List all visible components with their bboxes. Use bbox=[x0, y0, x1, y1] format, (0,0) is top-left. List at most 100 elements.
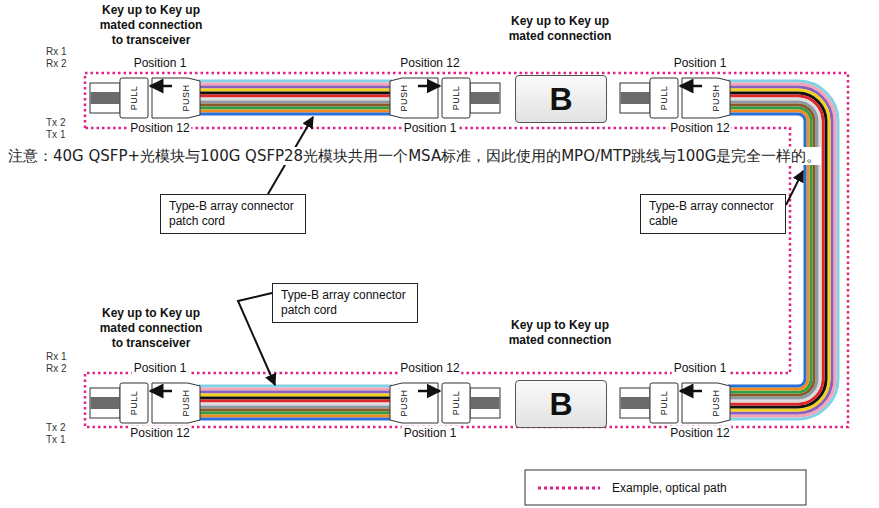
position-label-box: Position 12 bbox=[128, 121, 191, 135]
legend-box bbox=[525, 470, 806, 505]
legend-entry: Example, optical path bbox=[612, 481, 727, 495]
leader-arrow bbox=[238, 293, 275, 385]
node-text: Type-B array connector patch cord bbox=[169, 199, 297, 229]
heading: Key up to Key up mated connection bbox=[509, 14, 612, 43]
node-text: Type-B array connector cable bbox=[649, 199, 777, 229]
signal-name-box: Tx 1 bbox=[46, 434, 65, 446]
pull-push-label-box: PULL bbox=[659, 86, 669, 111]
pull-push-label-box: PUSH bbox=[399, 389, 409, 416]
position-label: Position 1 bbox=[402, 426, 459, 440]
pull-push-label-box: PUSH bbox=[711, 84, 721, 111]
leader-arrow bbox=[786, 171, 803, 205]
pull-push-label-box: PUSH bbox=[181, 389, 191, 416]
callout-box: Type-B array connector cable bbox=[640, 194, 786, 234]
ribbon-cable bbox=[198, 386, 392, 419]
signal-name-box: Rx 1 bbox=[46, 46, 67, 58]
node-text: Type-B array connector patch cord bbox=[281, 288, 409, 318]
signal-name: Rx 2 bbox=[46, 58, 67, 69]
position-label-box: Position 1 bbox=[672, 361, 729, 375]
pull-push-label: PULL bbox=[659, 391, 669, 416]
position-label: Position 1 bbox=[672, 361, 729, 375]
legend-sample bbox=[538, 487, 600, 490]
pull-push-label-box: PULL bbox=[129, 86, 139, 111]
mpo-adapter: B bbox=[515, 75, 607, 123]
pull-push-label-box: PULL bbox=[129, 391, 139, 416]
callout-box: Type-B array connector patch cord bbox=[272, 283, 418, 323]
position-label-box: Position 1 bbox=[132, 56, 189, 70]
position-label: Position 1 bbox=[132, 361, 189, 375]
node-text: B bbox=[549, 386, 572, 423]
ribbon-cable bbox=[728, 81, 838, 419]
position-label: Position 12 bbox=[398, 56, 461, 70]
pull-push-label: PULL bbox=[451, 391, 461, 416]
pull-push-label: PUSH bbox=[181, 389, 191, 416]
pull-push-label: PUSH bbox=[711, 84, 721, 111]
heading-box: Key up to Key up mated connection to tra… bbox=[95, 3, 207, 48]
pull-push-label: PUSH bbox=[181, 84, 191, 111]
pull-push-label: PULL bbox=[659, 86, 669, 111]
position-label: Position 12 bbox=[668, 426, 731, 440]
legend-text: Example, optical path bbox=[612, 481, 727, 495]
signal-name: Tx 1 bbox=[46, 434, 65, 445]
mpo-connector bbox=[620, 383, 730, 423]
mpo-connector bbox=[390, 78, 500, 118]
pull-push-label: PUSH bbox=[399, 389, 409, 416]
pull-push-label: PULL bbox=[451, 86, 461, 111]
position-label-box: Position 1 bbox=[672, 56, 729, 70]
pull-push-label-box: PUSH bbox=[711, 389, 721, 416]
position-label: Position 12 bbox=[128, 121, 191, 135]
signal-name-box: Tx 2 bbox=[46, 117, 65, 129]
signal-name-box: Tx 1 bbox=[46, 129, 65, 141]
pull-push-label: PULL bbox=[129, 391, 139, 416]
position-label: Position 1 bbox=[402, 121, 459, 135]
pull-push-label: PULL bbox=[129, 86, 139, 111]
heading-box: Key up to Key up mated connection bbox=[504, 14, 616, 44]
signal-name: Rx 1 bbox=[46, 351, 67, 362]
heading: Key up to Key up mated connection to tra… bbox=[100, 3, 203, 47]
node-text: B bbox=[549, 81, 572, 118]
mpo-connector bbox=[90, 78, 200, 118]
signal-name: Tx 1 bbox=[46, 129, 65, 140]
position-label: Position 12 bbox=[668, 121, 731, 135]
signal-name: Tx 2 bbox=[46, 422, 65, 433]
position-label-box: Position 12 bbox=[668, 121, 731, 135]
heading: Key up to Key up mated connection to tra… bbox=[100, 306, 203, 350]
position-label: Position 12 bbox=[128, 426, 191, 440]
heading: Key up to Key up mated connection bbox=[509, 318, 612, 347]
heading-box: Key up to Key up mated connection bbox=[504, 318, 616, 348]
note-box: 注意：40G QSFP+光模块与100G QSFP28光模块共用一个MSA标准，… bbox=[8, 146, 870, 166]
mpo-adapter: B bbox=[515, 380, 607, 428]
position-label-box: Position 12 bbox=[128, 426, 191, 440]
position-label-box: Position 12 bbox=[668, 426, 731, 440]
position-label: Position 12 bbox=[398, 361, 461, 375]
signal-name-box: Rx 1 bbox=[46, 351, 67, 363]
position-label-box: Position 1 bbox=[132, 361, 189, 375]
pull-push-label: PUSH bbox=[399, 84, 409, 111]
signal-name: Rx 2 bbox=[46, 363, 67, 374]
pull-push-label-box: PULL bbox=[451, 86, 461, 111]
heading-box: Key up to Key up mated connection to tra… bbox=[95, 306, 207, 351]
pull-push-label: PUSH bbox=[711, 389, 721, 416]
signal-name: Rx 1 bbox=[46, 46, 67, 57]
mpo-connector bbox=[390, 383, 500, 423]
signal-name-box: Rx 2 bbox=[46, 58, 67, 70]
pull-push-label-box: PULL bbox=[451, 391, 461, 416]
note: 注意：40G QSFP+光模块与100G QSFP28光模块共用一个MSA标准，… bbox=[8, 147, 821, 165]
position-label-box: Position 12 bbox=[398, 56, 461, 70]
pull-push-label-box: PULL bbox=[659, 391, 669, 416]
callout-box: Type-B array connector patch cord bbox=[160, 194, 306, 234]
ribbon-cable bbox=[198, 81, 392, 114]
signal-name-box: Tx 2 bbox=[46, 422, 65, 434]
pull-push-label-box: PUSH bbox=[181, 84, 191, 111]
mpo-connector bbox=[90, 383, 200, 423]
pull-push-label-box: PUSH bbox=[399, 84, 409, 111]
signal-name: Tx 2 bbox=[46, 117, 65, 128]
position-label: Position 1 bbox=[672, 56, 729, 70]
position-label-box: Position 12 bbox=[398, 361, 461, 375]
position-label-box: Position 1 bbox=[402, 121, 459, 135]
mpo-connector bbox=[620, 78, 730, 118]
signal-name-box: Rx 2 bbox=[46, 363, 67, 375]
optical-path bbox=[85, 73, 848, 427]
position-label-box: Position 1 bbox=[402, 426, 459, 440]
